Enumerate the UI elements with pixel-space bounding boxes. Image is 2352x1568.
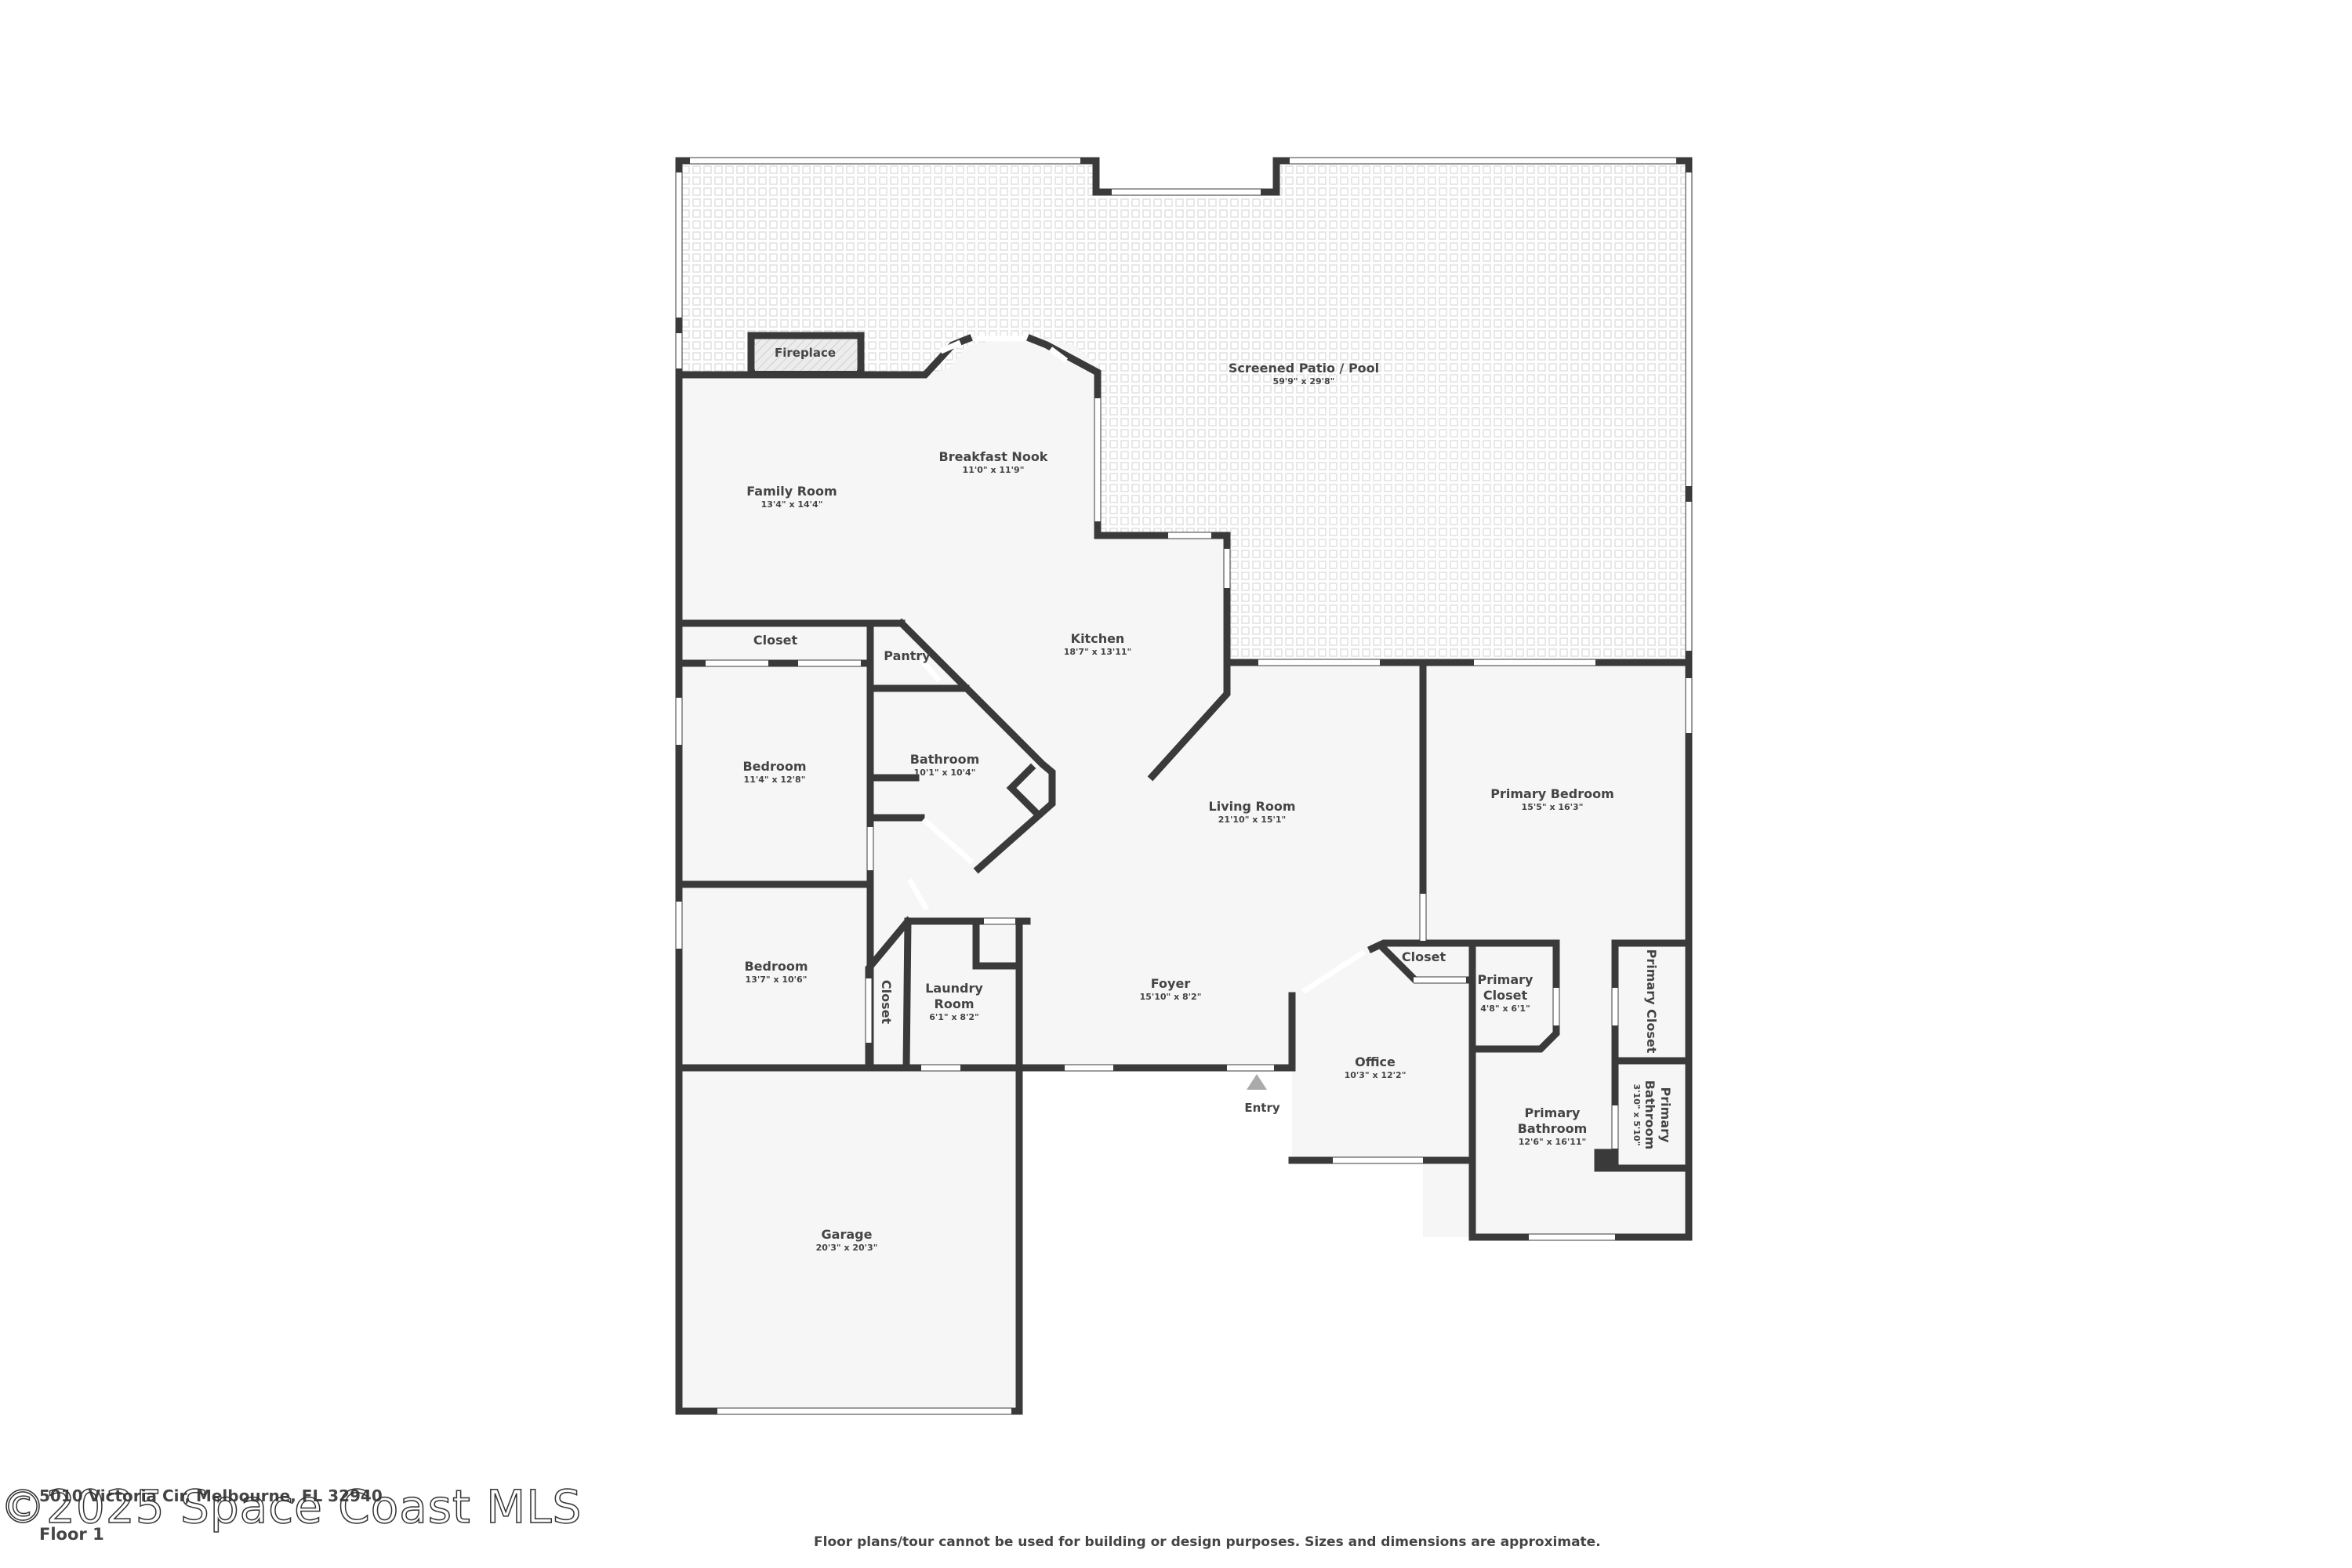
entry-arrow-icon	[1247, 1074, 1267, 1090]
room-label-closet: Closet	[879, 979, 894, 1025]
room-label-bedroom: Bedroom 11'4" x 12'8"	[742, 759, 807, 785]
windows	[676, 158, 1692, 1414]
room-label-patio: Screened Patio / Pool 59'9" x 29'8"	[1228, 361, 1380, 387]
room-label-living-room: Living Room 21'10" x 15'1"	[1208, 799, 1296, 825]
room-label-closet: Closet	[753, 633, 798, 648]
room-label-pantry: Pantry	[884, 648, 931, 663]
interior-floor	[679, 336, 1689, 1411]
room-label-laundry-room: Laundry Room 6'1" x 8'2"	[925, 981, 983, 1022]
room-label-primary-bathroom: Primary Bathroom 3'10" x 5'10"	[1632, 1080, 1673, 1150]
room-label-garage: Garage 20'3" x 20'3"	[815, 1227, 878, 1253]
room-label-foyer: Foyer 15'10" x 8'2"	[1139, 976, 1202, 1002]
room-label-primary-bathroom: Primary Bathroom 12'6" x 16'11"	[1517, 1105, 1588, 1147]
room-label-fireplace: Fireplace	[774, 346, 837, 360]
room-label-family-room: Family Room 13'4" x 14'4"	[746, 484, 837, 510]
patio-area	[679, 165, 1689, 662]
copyright-watermark: ©2025 Space Coast MLS	[0, 1479, 583, 1534]
room-label-primary-closet: Primary Closet	[1644, 949, 1659, 1054]
room-label-bedroom: Bedroom 13'7" x 10'6"	[744, 959, 808, 985]
room-label-kitchen: Kitchen 18'7" x 13'11"	[1063, 631, 1132, 657]
disclaimer: Floor plans/tour cannot be used for buil…	[814, 1534, 1601, 1550]
room-label-primary-closet: Primary Closet 4'8" x 6'1"	[1477, 972, 1534, 1014]
room-label-primary-bedroom: Primary Bedroom 15'5" x 16'3"	[1490, 786, 1614, 812]
room-label-office: Office 10'3" x 12'2"	[1344, 1054, 1406, 1080]
entry-label: Entry	[1244, 1101, 1280, 1115]
floor-label: Floor 1	[39, 1525, 104, 1544]
room-label-bathroom: Bathroom 10'1" x 10'4"	[909, 752, 980, 778]
fireplace-hatch	[755, 339, 857, 371]
room-label-breakfast-nook: Breakfast Nook 11'0" x 11'9"	[938, 449, 1048, 475]
property-address: 5010 Victoria Cir, Melbourne, FL 32940	[39, 1486, 383, 1505]
room-label-closet: Closet	[1401, 949, 1446, 964]
